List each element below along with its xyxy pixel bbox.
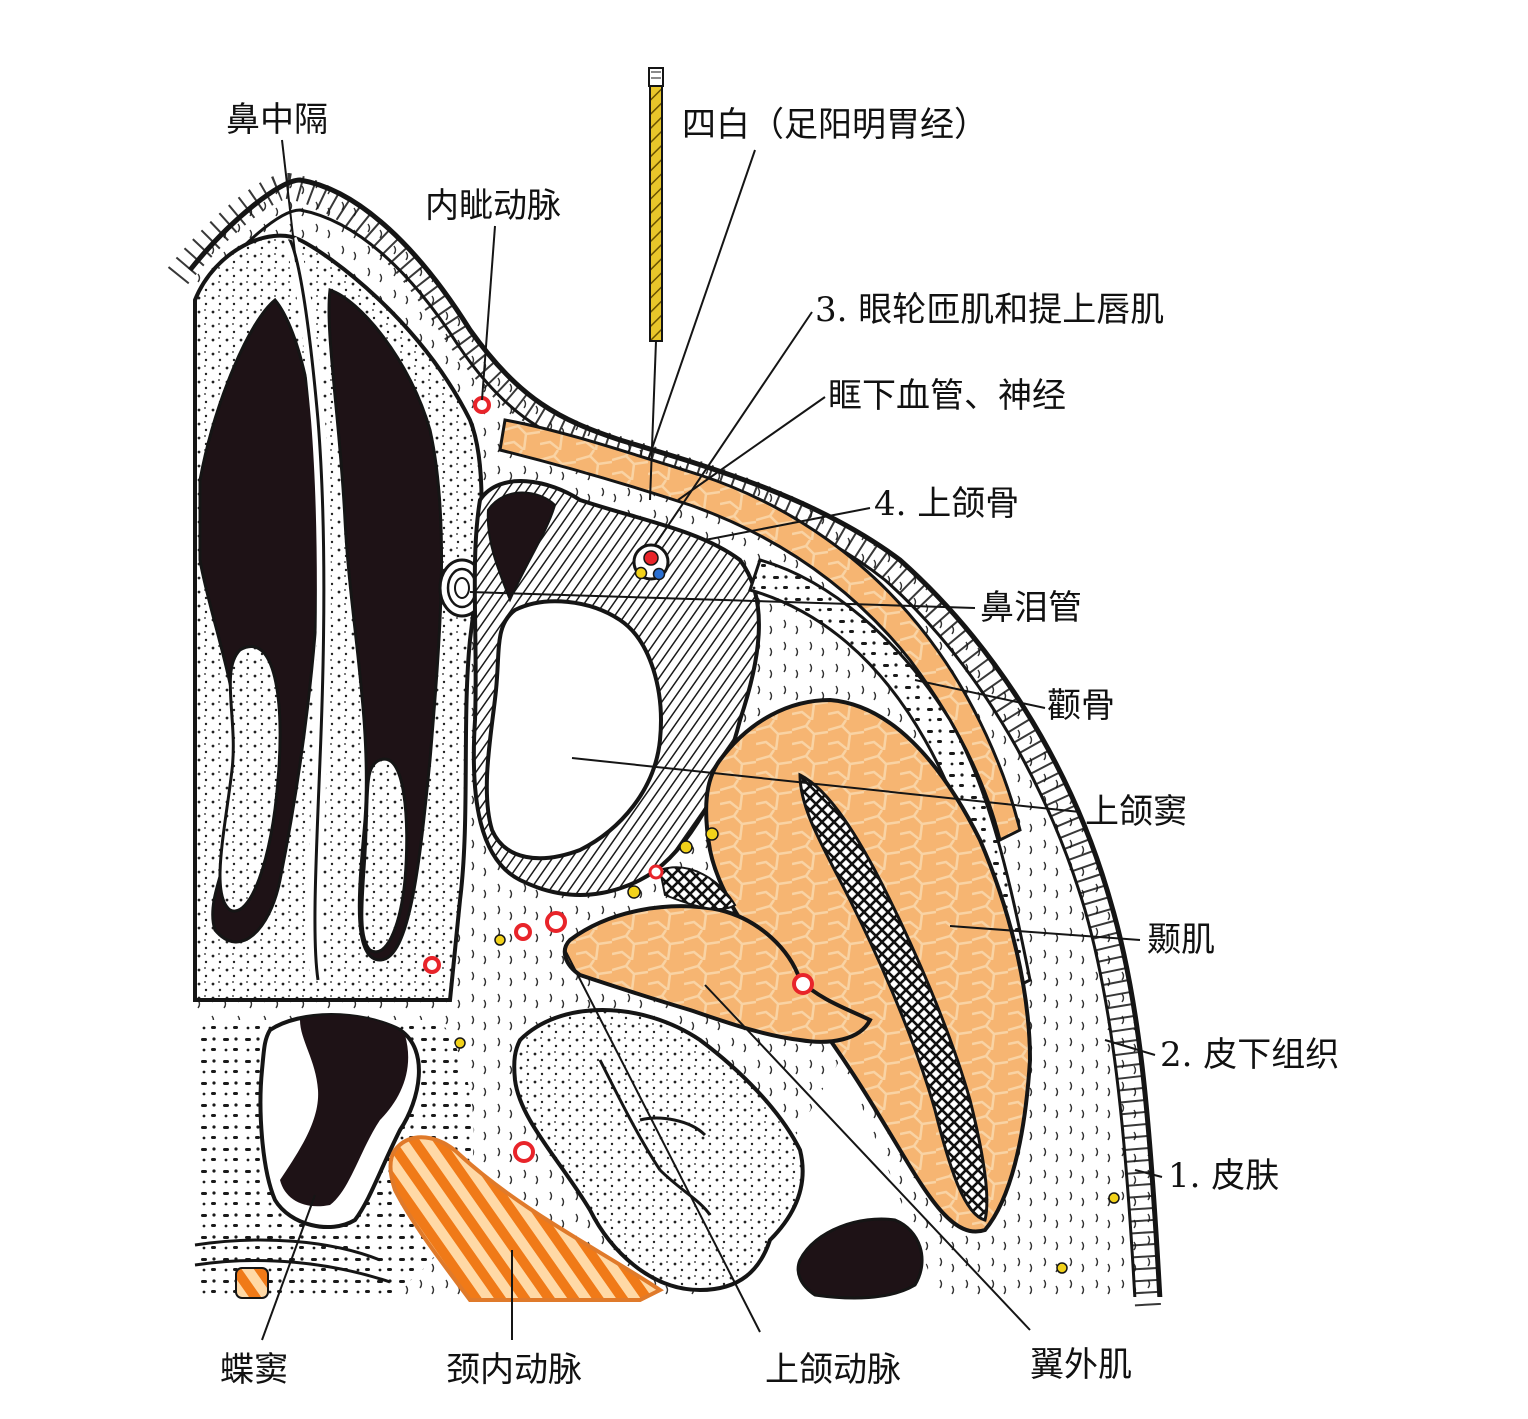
label-maxillary-artery: 上颌动脉 [765,1350,901,1390]
label-layer2: 2. 皮下组织 [1160,1035,1340,1075]
acupuncture-needle [648,67,664,501]
sphenoid-sinus-dark [280,1015,409,1207]
nasal-septum-outline [288,239,326,981]
infraorbital-bundle [632,543,670,581]
vessel-stub [235,1267,269,1299]
infraorbital-vein [652,567,666,581]
label-layer1: 1. 皮肤 [1168,1156,1280,1196]
label-nasolacrimal: 鼻泪管 [980,588,1082,628]
dura-lines [194,1238,391,1284]
maxillary-artery-loop [792,973,814,995]
label-layer4: 4. 上颌骨 [874,484,1020,524]
label-lateral-pterygoid: 翼外肌 [1030,1345,1132,1385]
internal-carotid-artery [388,1135,664,1302]
label-sphenoid-sinus: 蝶窦 [220,1350,288,1390]
pterygoid-mesh [658,866,737,911]
label-medial-canthal-artery: 内眦动脉 [425,186,561,226]
label-acupoint: 四白（足阳明胃经） [682,105,988,145]
label-maxillary-sinus: 上颌窦 [1085,792,1187,832]
label-temporalis: 颞肌 [1147,920,1215,960]
label-zygomatic: 颧骨 [1047,686,1115,726]
maxillary-sinus [484,599,663,861]
label-infraorbital: 眶下血管、神经 [828,376,1066,416]
turbinate-left [218,645,282,913]
label-nasal-septum: 鼻中隔 [226,100,328,140]
dark-muscle-stub [796,1217,924,1300]
pterygoid-vessels [423,827,1120,1274]
infraorbital-artery [643,550,659,566]
nasal-cavity-right [327,287,444,962]
leader-lines [261,139,1163,1341]
condyle-artery [513,1141,535,1163]
infraorbital-nerve [634,566,648,580]
mandibular-condyle [512,1008,805,1293]
medial-canthal-artery [473,396,491,414]
label-internal-carotid: 颈内动脉 [446,1350,582,1390]
skin-outline [188,177,1163,1301]
turbinate-right [360,757,409,954]
maxilla-dark [486,491,557,603]
label-layer3: 3. 眼轮匝肌和提上唇肌 [815,290,1165,330]
temporalis-tendon [798,772,989,1222]
